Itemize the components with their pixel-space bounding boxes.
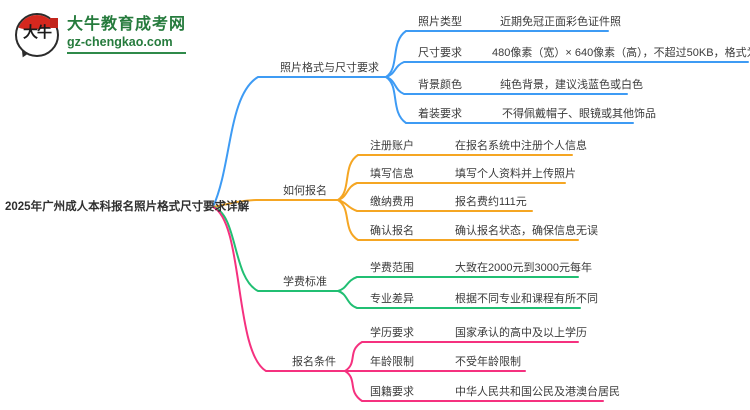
branch-label-photo-format: 照片格式与尺寸要求 [280,62,379,74]
branch-label-requirements: 报名条件 [292,356,336,368]
subtopic-value: 不得佩戴帽子、眼镜或其他饰品 [502,108,656,120]
subtopic-label: 学费范围 [370,262,414,274]
subtopic-label: 尺寸要求 [418,47,462,59]
branch-lines-how-to-register [212,154,579,241]
branch-label-tuition: 学费标准 [283,276,327,288]
subtopic-value: 纯色背景，建议浅蓝色或白色 [500,79,643,91]
subtopic-value: 不受年龄限制 [455,356,521,368]
red-seal-icon [50,18,58,28]
branch-lines-tuition [212,206,581,309]
subtopic-label: 注册账户 [370,140,414,152]
root-topic: 2025年广州成人本科报名照片格式尺寸要求详解 [5,201,250,213]
subtopic-value: 近期免冠正面彩色证件照 [500,16,621,28]
subtopic-value: 确认报名状态，确保信息无误 [455,225,598,237]
subtopic-value: 国家承认的高中及以上学历 [455,327,587,339]
branch-label-how-to-register: 如何报名 [283,185,327,197]
subtopic-label: 专业差异 [370,293,414,305]
subtopic-value: 480像素（宽）× 640像素（高），不超过50KB，格式为JPG [492,47,750,59]
branch-lines-photo-format [212,30,749,208]
subtopic-value: 根据不同专业和课程有所不同 [455,293,598,305]
subtopic-label: 照片类型 [418,16,462,28]
subtopic-value: 在报名系统中注册个人信息 [455,140,587,152]
subtopic-value: 填写个人资料并上传照片 [455,168,576,180]
logo-text-block: 大牛教育成考网 gz-chengkao.com [67,15,187,54]
subtopic-label: 学历要求 [370,327,414,339]
subtopic-label: 着装要求 [418,108,462,120]
branch-lines-requirements [212,206,604,402]
subtopic-label: 确认报名 [370,225,414,237]
subtopic-value: 中华人民共和国公民及港澳台居民 [455,386,620,398]
subtopic-label: 国籍要求 [370,386,414,398]
site-name: 大牛教育成考网 [67,15,187,33]
subtopic-value: 报名费约111元 [455,196,527,208]
subtopic-label: 背景颜色 [418,79,462,91]
site-logo: 大牛 大牛教育成考网 gz-chengkao.com [14,10,187,60]
subtopic-label: 缴纳费用 [370,196,414,208]
subtopic-label: 填写信息 [370,168,414,180]
site-url: gz-chengkao.com [67,34,187,54]
logo-characters: 大牛 [22,24,52,41]
daniu-speech-bubble-icon: 大牛 [14,10,60,60]
subtopic-value: 大致在2000元到3000元每年 [455,262,592,274]
subtopic-label: 年龄限制 [370,356,414,368]
bubble-circle: 大牛 [15,13,59,57]
